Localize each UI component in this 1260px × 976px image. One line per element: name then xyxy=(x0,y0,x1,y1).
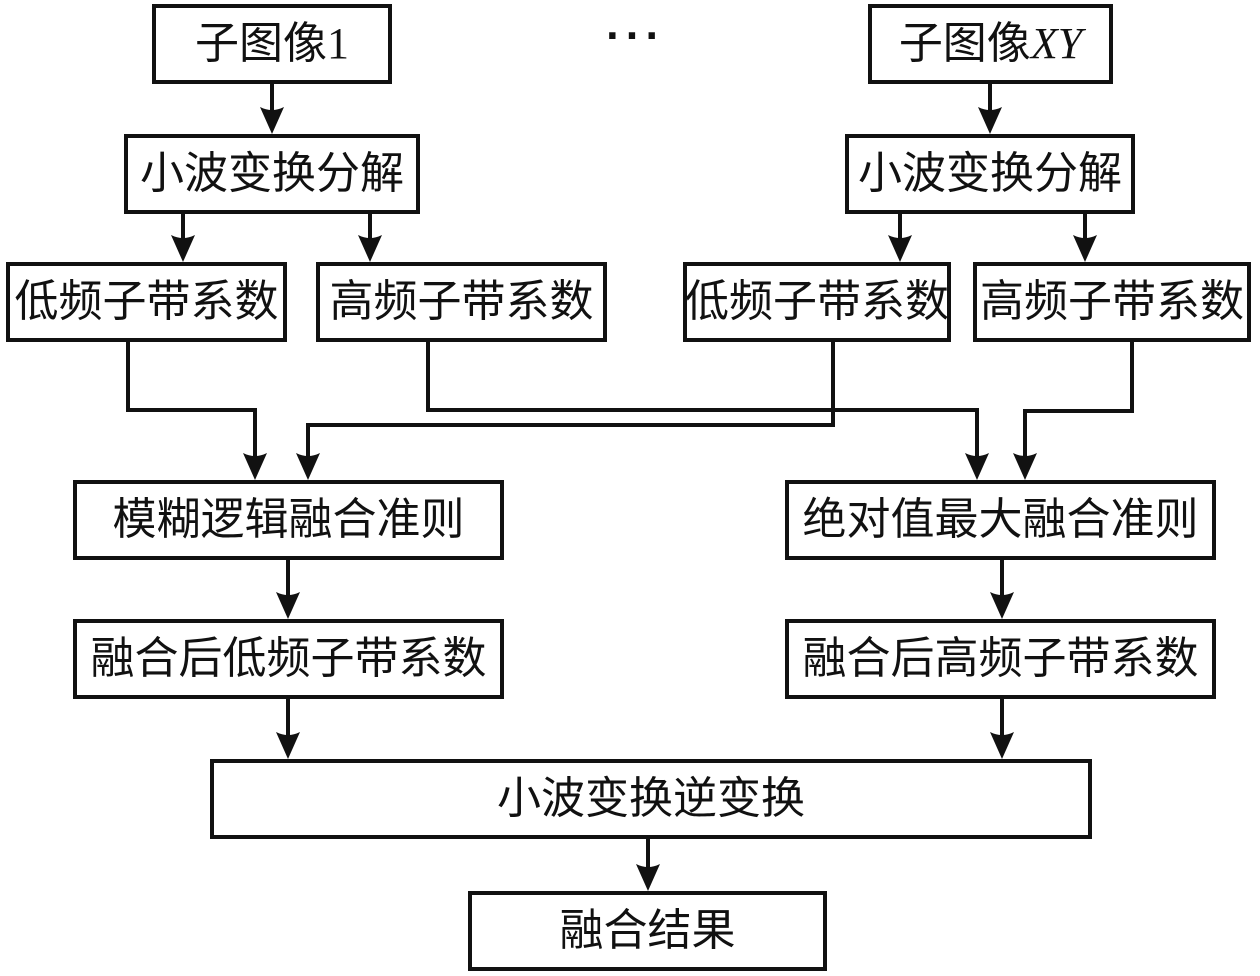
node-subimage-xy-suffix: XY xyxy=(1030,19,1083,68)
arrow-inverse-wavelet-to-fusion-result xyxy=(636,837,660,891)
node-subimage-1-label: 子图像1 xyxy=(195,19,349,68)
arrow-decompose-right-to-high-right xyxy=(1073,212,1097,262)
arrow-decompose-right-to-low-right xyxy=(888,212,912,262)
arrow-decompose-left-to-low-left xyxy=(171,212,195,262)
node-fused-high-freq-label: 融合后高频子带系数 xyxy=(802,634,1199,683)
arrow-low-left-to-fuzzy-rule xyxy=(126,338,267,480)
node-wavelet-decompose-right-label: 小波变换分解 xyxy=(858,149,1122,198)
node-abs-max-fusion-rule-label: 绝对值最大融合准则 xyxy=(802,495,1199,544)
node-fusion-result: 融合结果 xyxy=(468,891,827,971)
node-low-freq-right-label: 低频子带系数 xyxy=(685,277,949,326)
node-fuzzy-logic-fusion-rule: 模糊逻辑融合准则 xyxy=(73,480,504,560)
node-fuzzy-logic-fusion-rule-label: 模糊逻辑融合准则 xyxy=(112,495,465,544)
node-fused-low-freq: 融合后低频子带系数 xyxy=(73,619,504,699)
node-low-freq-right: 低频子带系数 xyxy=(683,262,951,342)
node-inverse-wavelet-transform-label: 小波变换逆变换 xyxy=(497,774,805,823)
node-high-freq-right-label: 高频子带系数 xyxy=(980,277,1244,326)
node-high-freq-left-label: 高频子带系数 xyxy=(329,277,594,326)
arrow-high-left-to-absmax-rule xyxy=(426,338,989,480)
arrow-absmax-rule-to-fused-high xyxy=(990,558,1014,619)
node-fusion-result-label: 融合结果 xyxy=(559,906,736,955)
arrow-high-right-to-absmax-rule xyxy=(1013,338,1134,480)
node-wavelet-decompose-left: 小波变换分解 xyxy=(124,134,420,214)
node-wavelet-decompose-left-label: 小波变换分解 xyxy=(140,149,404,198)
node-fused-low-freq-label: 融合后低频子带系数 xyxy=(90,634,487,683)
arrow-fuzzy-rule-to-fused-low xyxy=(276,558,300,619)
node-fused-high-freq: 融合后高频子带系数 xyxy=(785,619,1216,699)
node-high-freq-left: 高频子带系数 xyxy=(316,262,607,342)
node-wavelet-decompose-right: 小波变换分解 xyxy=(845,134,1135,214)
node-inverse-wavelet-transform: 小波变换逆变换 xyxy=(210,759,1092,839)
arrow-low-right-to-fuzzy-rule xyxy=(296,338,835,480)
arrow-subimage1-to-decompose-left xyxy=(260,84,284,134)
arrow-fused-low-to-inverse-wavelet xyxy=(276,697,300,759)
node-subimage-xy-prefix: 子图像 xyxy=(898,19,1031,68)
arrow-subimagexy-to-decompose-right xyxy=(978,84,1002,134)
node-low-freq-left: 低频子带系数 xyxy=(6,262,287,342)
node-high-freq-right: 高频子带系数 xyxy=(973,262,1251,342)
arrow-decompose-left-to-high-left xyxy=(358,212,382,262)
node-abs-max-fusion-rule: 绝对值最大融合准则 xyxy=(785,480,1216,560)
ellipsis-dots: ··· xyxy=(605,15,665,57)
node-low-freq-left-label: 低频子带系数 xyxy=(14,277,279,326)
arrow-fused-high-to-inverse-wavelet xyxy=(990,697,1014,759)
node-subimage-1: 子图像1 xyxy=(152,4,392,84)
